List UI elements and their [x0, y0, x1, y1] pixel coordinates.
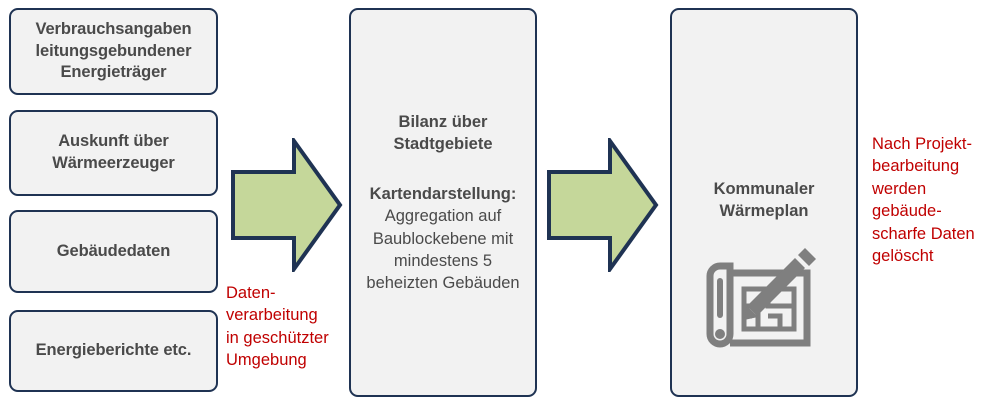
input-box-energieberichte-label: Energieberichte etc.: [35, 341, 192, 360]
input-box-verbrauchsangaben: Verbrauchsangaben leitungsgebundener Ene…: [9, 8, 218, 95]
process-box-bilanz-subbody: Aggregation auf Baublockebene mit mindes…: [366, 207, 520, 292]
process-box-bilanz: Bilanz über Stadtgebiete Kartendarstellu…: [349, 8, 537, 397]
input-box-gebaeudedaten: Gebäudedaten: [9, 210, 218, 293]
input-box-energieberichte: Energieberichte etc.: [9, 310, 218, 392]
process-box-bilanz-content: Bilanz über Stadtgebiete Kartendarstellu…: [345, 111, 541, 294]
process-box-bilanz-subheading: Kartendarstellung:: [369, 185, 517, 204]
note-datenverarbeitung: Daten- verarbeitung in geschützter Umgeb…: [226, 284, 329, 370]
input-box-gebaeudedaten-label: Gebäudedaten: [56, 241, 171, 260]
output-box-waermeplan: Kommunaler Wärmeplan: [670, 8, 858, 397]
note-geloeschte-daten: Nach Projekt- bearbeitung werden gebäude…: [872, 135, 975, 266]
arrow-inputs-to-bilanz: [231, 138, 343, 272]
input-box-auskunft: Auskunft über Wärmeerzeuger: [9, 110, 218, 196]
arrow-bilanz-to-waermeplan: [547, 138, 659, 272]
process-box-bilanz-title: Bilanz über Stadtgebiete: [393, 113, 493, 154]
blueprint-pencil-icon: [706, 248, 816, 348]
output-box-waermeplan-title: Kommunaler Wärmeplan: [713, 180, 815, 221]
input-box-verbrauchsangaben-label: Verbrauchsangaben leitungsgebundener Ene…: [35, 19, 192, 82]
input-box-auskunft-label: Auskunft über Wärmeerzeuger: [52, 132, 175, 172]
